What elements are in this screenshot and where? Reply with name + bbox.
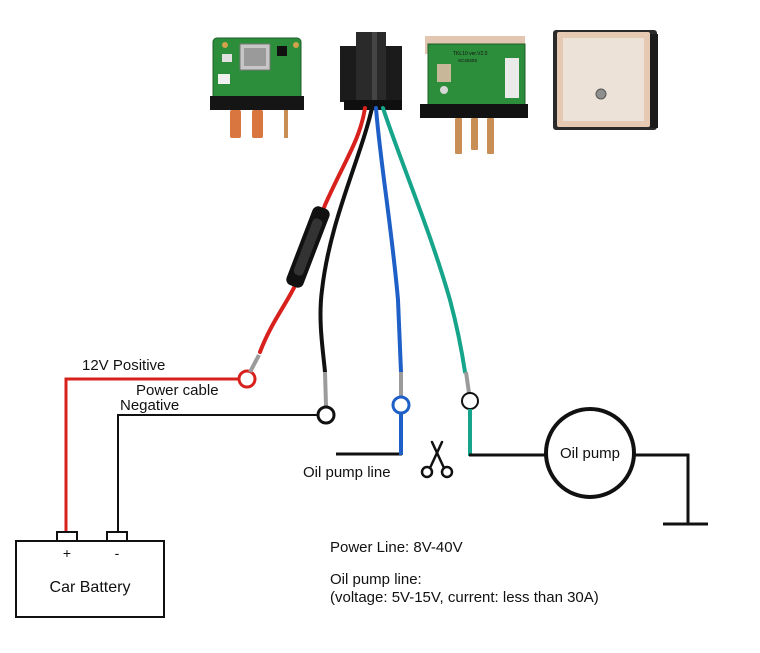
device-gps-antenna-image (553, 30, 658, 130)
negative-label: Negative (120, 397, 179, 414)
power-cable-label: Power cable (136, 382, 219, 399)
negative-line (117, 414, 318, 533)
pcb-print-text: TKL10 ver.V2.0 (453, 51, 488, 57)
oil-pump-line-label: Oil pump line (303, 464, 391, 481)
power-line-spec: Power Line: 8V-40V (330, 539, 463, 556)
oil-pump-spec-title: Oil pump line: (330, 571, 422, 588)
car-battery-label: Car Battery (50, 579, 131, 596)
green-oil-pump-wire (381, 106, 467, 374)
fuse-holder-icon (286, 206, 330, 288)
blue-oil-pump-wire (374, 106, 403, 374)
scissors-icon (420, 440, 454, 479)
car-battery-box (15, 540, 165, 618)
positive-label: 12V Positive (82, 357, 165, 374)
red-ring-terminal (237, 369, 257, 389)
device-relay-body-image (340, 32, 402, 110)
black-negative-wire (318, 106, 374, 374)
battery-plus-label: + (63, 545, 71, 561)
blue-ring-terminal (391, 395, 411, 415)
oil-pump-circle (544, 407, 636, 499)
red-power-wire (258, 106, 367, 354)
oil-pump-spec-detail: (voltage: 5V-15V, current: less than 30A… (330, 589, 599, 606)
oil-pump-ground-line (634, 453, 690, 524)
pcb-print-text-2: SC4030S (458, 58, 477, 63)
green-ring-terminal (461, 392, 479, 410)
device-pcb-side-image: TKL10 ver.V2.0 SC4030S (420, 36, 528, 154)
black-ring-terminal (316, 405, 336, 425)
oil-pump-label: Oil pump (560, 445, 620, 462)
device-pcb-sim-image (210, 37, 304, 138)
battery-minus-label: - (115, 545, 120, 561)
positive-line (64, 377, 239, 533)
